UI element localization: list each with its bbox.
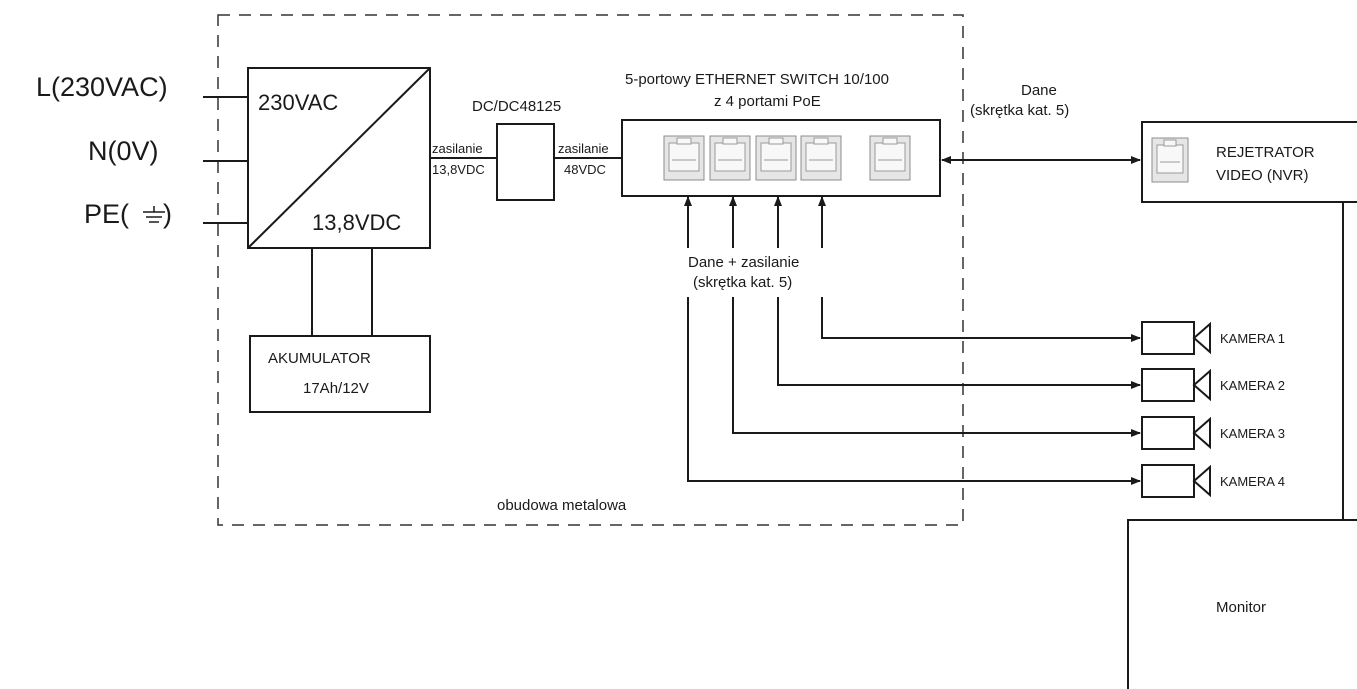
battery-spec: 17Ah/12V — [303, 380, 369, 397]
camera-4: KAMERA 4 — [1141, 464, 1285, 498]
dcdc-converter — [496, 123, 555, 201]
switch-ports — [663, 135, 911, 181]
nvr-ethernet-port-icon — [1151, 137, 1189, 183]
poe-port-4-icon — [800, 135, 842, 181]
dcdc-input-value: 13,8VDC — [432, 162, 485, 177]
dcdc-output-value: 48VDC — [564, 162, 606, 177]
poe-label-line1: Dane + zasilanie — [688, 254, 799, 271]
uplink-label-line2: (skrętka kat. 5) — [970, 102, 1069, 119]
poe-cable-camera-4 — [687, 297, 1141, 485]
nvr-label-line1: REJETRATOR — [1216, 144, 1315, 161]
monitor: Monitor — [1127, 519, 1357, 689]
uplink-label-line1: Dane — [1021, 82, 1057, 99]
camera-1-label: KAMERA 1 — [1220, 331, 1285, 346]
earth-input-label: PE() — [84, 199, 172, 229]
video-recorder-nvr: REJETRATOR VIDEO (NVR) — [1141, 121, 1357, 203]
camera-2: KAMERA 2 — [1141, 368, 1285, 402]
uplink-port-icon — [869, 135, 911, 181]
dcdc-output-label: zasilanie — [558, 141, 609, 156]
enclosure-label: obudowa metalowa — [497, 497, 627, 514]
poe-cable-camera-1 — [821, 297, 1141, 342]
monitor-label: Monitor — [1216, 599, 1266, 616]
poe-cable-runs — [684, 196, 1141, 485]
camera-3-label: KAMERA 3 — [1220, 426, 1285, 441]
camera-3: KAMERA 3 — [1141, 416, 1285, 450]
psu-output-label: 13,8VDC — [312, 210, 401, 235]
power-supply-unit: 230VAC 13,8VDC — [247, 67, 431, 249]
switch-title-line2: z 4 portami PoE — [714, 93, 821, 110]
camera-1: KAMERA 1 — [1141, 321, 1285, 355]
poe-port-1-icon — [663, 135, 705, 181]
cameras: KAMERA 1 KAMERA 2 KAMERA 3 KAMERA 4 — [1141, 321, 1285, 498]
switch-title-line1: 5-portowy ETHERNET SWITCH 10/100 — [625, 71, 889, 88]
nvr-label-line2: VIDEO (NVR) — [1216, 167, 1309, 184]
poe-port-2-icon — [709, 135, 751, 181]
earth-symbol — [143, 206, 165, 223]
neutral-input-label: N(0V) — [88, 136, 159, 166]
poe-port-3-icon — [755, 135, 797, 181]
dcdc-title: DC/DC48125 — [472, 98, 561, 115]
psu-input-label: 230VAC — [258, 90, 338, 115]
dcdc-input-label: zasilanie — [432, 141, 483, 156]
metal-enclosure — [217, 14, 964, 526]
battery: AKUMULATOR 17Ah/12V — [249, 335, 431, 413]
camera-2-label: KAMERA 2 — [1220, 378, 1285, 393]
poe-cable-camera-2 — [777, 297, 1141, 389]
camera-4-label: KAMERA 4 — [1220, 474, 1285, 489]
battery-title: AKUMULATOR — [268, 350, 371, 367]
poe-label-line2: (skrętka kat. 5) — [693, 274, 792, 291]
line-input-label: L(230VAC) — [36, 72, 168, 102]
poe-cable-camera-3 — [732, 297, 1141, 437]
